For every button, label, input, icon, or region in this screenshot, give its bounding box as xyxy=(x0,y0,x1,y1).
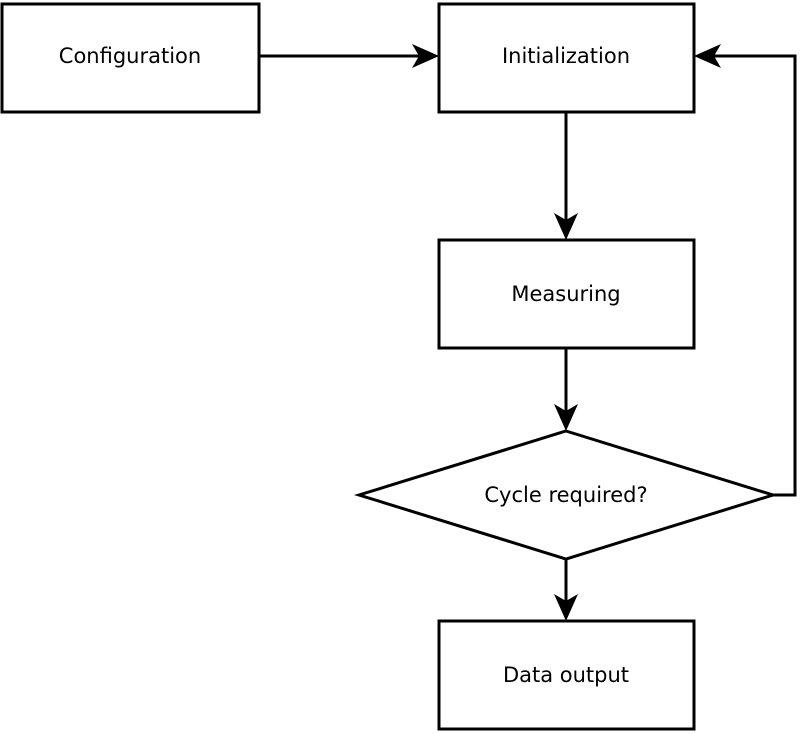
node-measuring-label: Measuring xyxy=(511,282,620,306)
node-configuration-box[interactable] xyxy=(0,2,261,114)
node-initialization[interactable]: Initialization xyxy=(437,2,696,114)
arrowhead-left-initialization xyxy=(694,44,721,68)
edge-cycle-required-to-data-output xyxy=(554,559,578,621)
edge-configuration-to-initialization xyxy=(259,44,439,68)
node-configuration[interactable]: Configuration xyxy=(0,2,261,114)
node-measuring[interactable]: Measuring xyxy=(437,238,696,350)
node-cycle-required-label: Cycle required? xyxy=(484,483,647,507)
edge-measuring-to-cycle-required xyxy=(554,348,578,431)
edge-line-feedback-loop xyxy=(711,54,797,497)
node-data-output-box[interactable] xyxy=(437,619,696,731)
node-cycle-required-diamond[interactable] xyxy=(353,429,779,561)
arrowhead-down-dataoutput xyxy=(554,594,578,621)
node-measuring-box[interactable] xyxy=(437,238,696,350)
edge-cycle-required-to-initialization xyxy=(694,44,797,497)
node-initialization-box[interactable] xyxy=(437,2,696,114)
edge-initialization-to-measuring xyxy=(554,112,578,240)
node-data-output[interactable]: Data output xyxy=(437,619,696,731)
arrowhead-down-cycle xyxy=(554,404,578,431)
node-initialization-label: Initialization xyxy=(502,44,630,68)
node-data-output-label: Data output xyxy=(503,663,629,687)
arrowhead-down-measuring xyxy=(554,213,578,240)
node-configuration-label: Configuration xyxy=(59,44,201,68)
node-cycle-required[interactable]: Cycle required? xyxy=(353,429,779,561)
arrowhead-right-initialization xyxy=(412,44,439,68)
